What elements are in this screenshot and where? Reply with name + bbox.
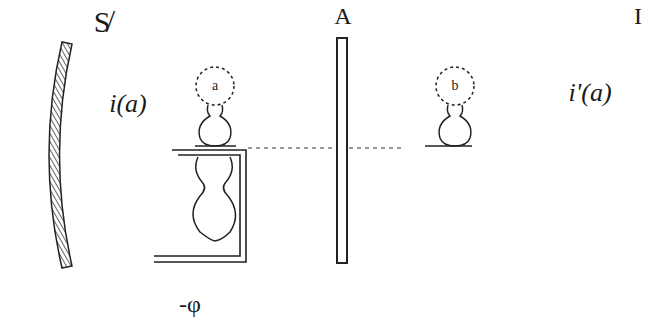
image-label: i'(a) <box>568 80 611 106</box>
object-letter: a <box>212 79 218 93</box>
plane-mirror <box>337 38 347 263</box>
concave-mirror <box>49 42 72 268</box>
mirror-label: A <box>334 4 351 28</box>
axis-line <box>349 147 405 148</box>
box-bracket <box>154 150 246 262</box>
flower-vase <box>195 67 236 146</box>
virtual-flower-vase <box>425 67 474 146</box>
object-letter: b <box>452 79 459 93</box>
inverted-vase <box>193 157 236 241</box>
image-label: i(a) <box>109 91 147 117</box>
mirror-label: S̸ <box>94 7 111 37</box>
symbol-label: -φ <box>179 292 201 316</box>
screen-label: I <box>634 4 642 28</box>
axis-line <box>248 147 335 148</box>
